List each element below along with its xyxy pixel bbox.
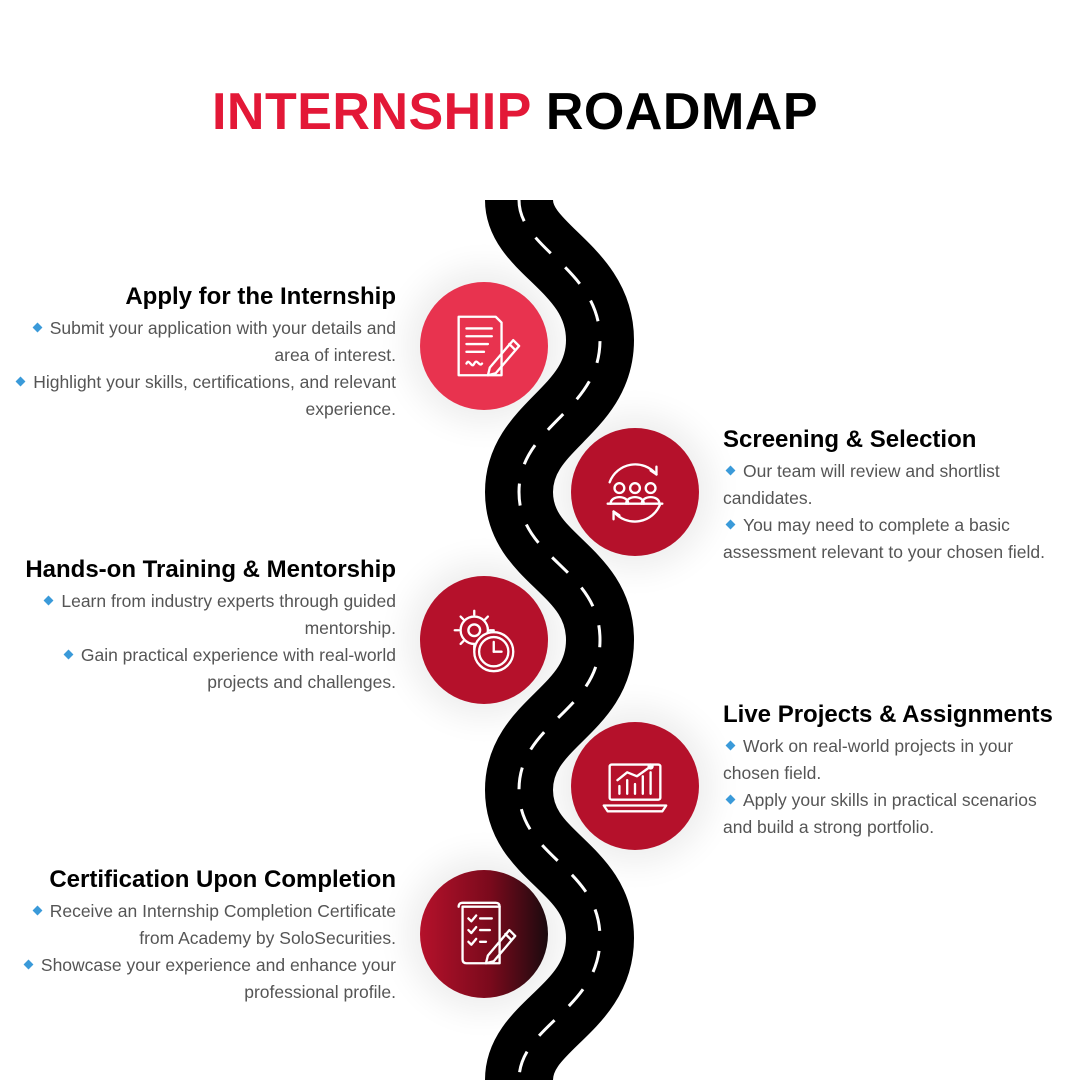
step-3-text: Hands-on Training & Mentorship Learn fro… bbox=[10, 552, 396, 696]
diamond-bullet-icon bbox=[725, 519, 736, 530]
step-5-circle bbox=[420, 870, 548, 998]
step-4-circle bbox=[571, 722, 699, 850]
step-5-bullet-2: Showcase your experience and enhance you… bbox=[10, 952, 396, 1006]
step-1-text: Apply for the Internship Submit your app… bbox=[10, 279, 396, 423]
step-4-bullet-1: Work on real-world projects in your chos… bbox=[723, 736, 1014, 783]
diamond-bullet-icon bbox=[725, 465, 736, 476]
step-5-heading: Certification Upon Completion bbox=[49, 866, 396, 893]
step-2-heading: Screening & Selection bbox=[723, 426, 977, 453]
diamond-bullet-icon bbox=[43, 595, 54, 606]
step-4-heading: Live Projects & Assignments bbox=[723, 701, 1053, 728]
diamond-bullet-icon bbox=[15, 376, 26, 387]
team-review-icon bbox=[606, 463, 664, 523]
page-title: INTERNSHIP ROADMAP bbox=[0, 82, 1030, 142]
title-main-word: ROADMAP bbox=[545, 83, 819, 141]
step-1-bullet-1: Submit your application with your detail… bbox=[10, 315, 396, 369]
diamond-bullet-icon bbox=[32, 905, 43, 916]
diamond-bullet-icon bbox=[725, 740, 736, 751]
laptop-chart-icon bbox=[602, 763, 668, 813]
step-2-bullet-2: You may need to complete a basic assessm… bbox=[723, 515, 1045, 562]
step-1-bullet-2: Highlight your skills, certifications, a… bbox=[10, 369, 396, 423]
diamond-bullet-icon bbox=[725, 794, 736, 805]
step-1-circle bbox=[420, 282, 548, 410]
step-5-bullet-1: Receive an Internship Completion Certifi… bbox=[10, 898, 396, 952]
step-3-circle bbox=[420, 576, 548, 704]
step-4-bullet-2: Apply your skills in practical scenarios… bbox=[723, 790, 1037, 837]
step-5-text: Certification Upon Completion Receive an… bbox=[10, 862, 396, 1006]
title-accent-word: INTERNSHIP bbox=[211, 83, 531, 141]
diamond-bullet-icon bbox=[63, 649, 74, 660]
diamond-bullet-icon bbox=[23, 959, 34, 970]
step-2-text: Screening & Selection Our team will revi… bbox=[723, 422, 1063, 566]
gear-clock-icon bbox=[453, 609, 515, 673]
application-form-icon bbox=[457, 315, 521, 377]
step-3-heading: Hands-on Training & Mentorship bbox=[25, 556, 396, 583]
step-4-text: Live Projects & Assignments Work on real… bbox=[723, 697, 1063, 841]
step-1-heading: Apply for the Internship bbox=[125, 283, 396, 310]
step-3-bullet-1: Learn from industry experts through guid… bbox=[10, 588, 396, 642]
step-2-circle bbox=[571, 428, 699, 556]
certificate-checklist-icon bbox=[457, 901, 517, 965]
step-3-bullet-2: Gain practical experience with real-worl… bbox=[10, 642, 396, 696]
step-2-bullet-1: Our team will review and shortlist candi… bbox=[723, 461, 1000, 508]
diamond-bullet-icon bbox=[32, 322, 43, 333]
